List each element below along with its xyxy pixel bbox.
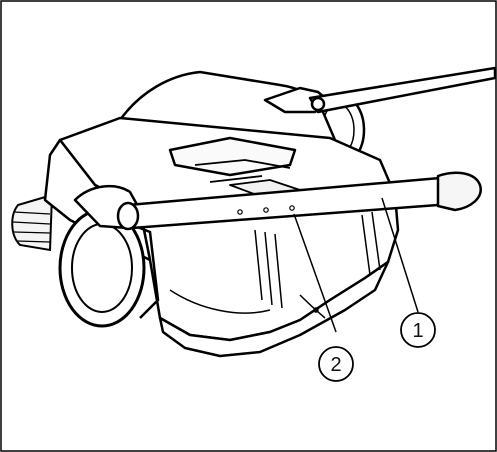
callout-leaders	[293, 197, 419, 333]
body-details	[169, 211, 381, 319]
handle-holes	[237, 205, 295, 215]
upper-handle	[263, 66, 497, 114]
handle-bar	[73, 171, 482, 231]
callout-2-label: 2	[330, 354, 341, 376]
callout-1: 1	[400, 312, 436, 348]
callout-1-label: 1	[412, 320, 423, 342]
side-brush	[11, 193, 54, 252]
callout-2: 2	[318, 346, 354, 382]
